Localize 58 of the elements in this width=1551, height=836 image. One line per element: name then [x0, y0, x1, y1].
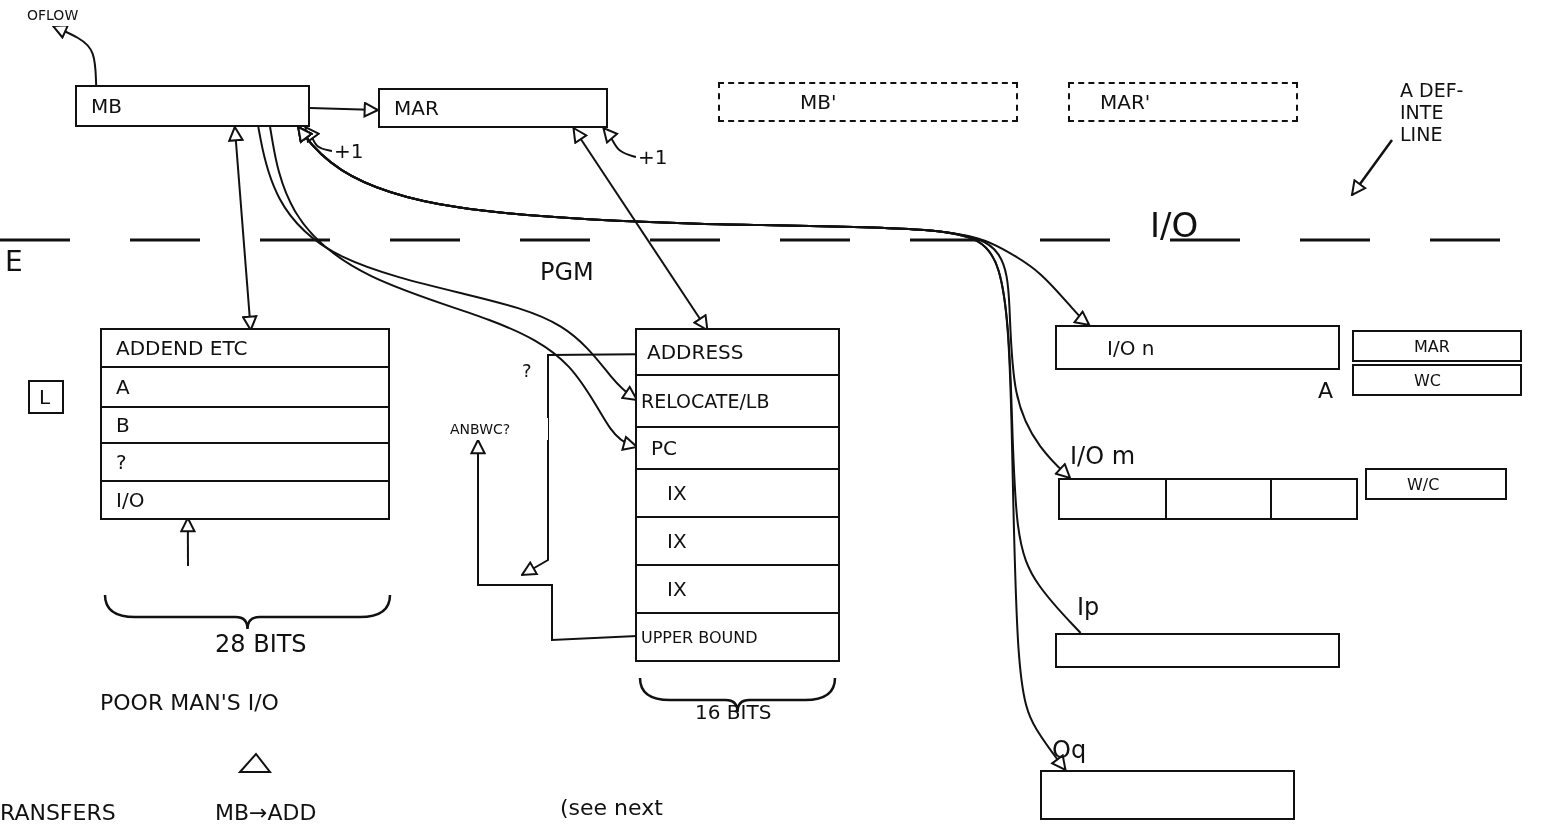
register-box: [378, 88, 608, 128]
note-text: ?: [522, 360, 532, 381]
note-text: 16 BITS: [695, 700, 772, 724]
arrow: [602, 127, 637, 158]
register-label: I/O: [116, 488, 145, 512]
register-label: MB: [91, 94, 122, 118]
register-label: ?: [116, 450, 127, 474]
register-label: IX: [667, 481, 687, 505]
note-text: 28 BITS: [215, 630, 307, 658]
register-label: WC: [1414, 370, 1441, 390]
register-label: A: [116, 375, 130, 399]
note-text: I/O: [1150, 205, 1199, 245]
register-label: Oq: [1052, 736, 1087, 764]
register-label: W/C: [1407, 474, 1440, 494]
register-box: [1352, 330, 1522, 362]
register-box: [75, 85, 310, 127]
arrow: [572, 127, 709, 331]
register-label: MB': [800, 90, 837, 114]
register-label: OFLOW: [27, 7, 79, 23]
arrow: [309, 101, 379, 118]
register-label: RELOCATE/LB: [641, 390, 770, 412]
register-box: [28, 380, 64, 414]
register-label: MAR': [1100, 90, 1151, 114]
register-box: [1055, 325, 1340, 370]
arrow: [304, 126, 333, 152]
register-label: ADDEND ETC: [116, 336, 248, 360]
register-label: MAR: [1414, 336, 1450, 356]
note-text: A: [1318, 378, 1334, 403]
arrow: [297, 126, 1067, 771]
register-label: IX: [667, 577, 687, 601]
register-label: Ip: [1077, 593, 1100, 621]
dashed-register-box: [1068, 82, 1298, 122]
register-box: [1352, 364, 1522, 396]
arrow: [228, 126, 258, 331]
register-label: L: [39, 385, 51, 409]
register-label: ADDRESS: [647, 340, 744, 364]
register-box: [1365, 468, 1507, 500]
note-text: E: [5, 245, 23, 278]
register-label: I/O n: [1107, 335, 1155, 360]
register-label: I/O m: [1070, 442, 1136, 470]
register-stack: [100, 328, 390, 520]
register-stack: [635, 328, 840, 662]
note-text: MB→ADD: [215, 800, 317, 825]
note-text: A DEF- INTE LINE: [1400, 80, 1465, 146]
register-label: MAR: [394, 96, 439, 120]
arrow: [52, 24, 98, 86]
register-label: ANBWC?: [450, 421, 511, 437]
register-label: UPPER BOUND: [641, 627, 758, 647]
note-text: (see next: [560, 795, 663, 820]
note-text: PGM: [540, 258, 594, 286]
register-label: PC: [651, 436, 678, 460]
register-label: IX: [667, 529, 687, 553]
note-text: POOR MAN'S I/O: [100, 690, 279, 715]
dashed-register-box: [718, 82, 1018, 122]
register-label: B: [116, 413, 130, 437]
register-label: +1: [638, 145, 668, 169]
register-label: +1: [334, 139, 364, 163]
note-text: RANSFERS: [0, 800, 116, 825]
